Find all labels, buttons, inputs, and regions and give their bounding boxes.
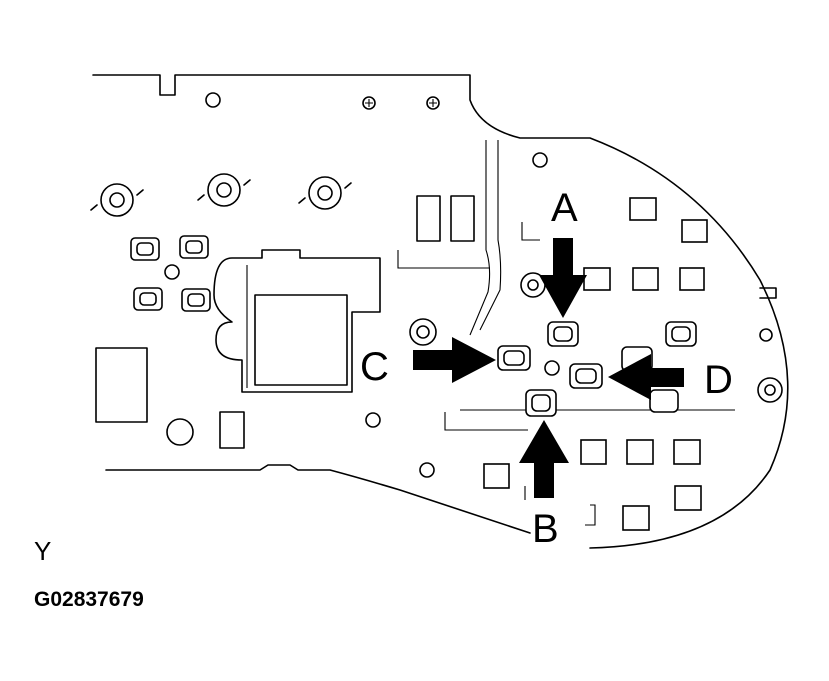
pad-c: [497, 345, 531, 371]
view-label: Y: [34, 536, 51, 566]
arrow-d: [608, 354, 684, 400]
callout-a: A: [551, 186, 578, 230]
callout-c: C: [360, 345, 389, 389]
pad-b: [525, 389, 557, 417]
arrow-a: [539, 238, 587, 318]
right-round-pads: [497, 321, 697, 417]
holes: [164, 92, 773, 478]
clip-3: [298, 176, 352, 210]
clip-6: [757, 377, 783, 403]
clip-4: [409, 318, 437, 346]
clip-2: [197, 173, 251, 207]
right-square-pads: [483, 197, 708, 531]
pad-a: [547, 321, 579, 347]
pad-d: [569, 363, 603, 389]
left-pads: [130, 235, 211, 312]
center-components: [416, 195, 475, 242]
callout-d: D: [704, 358, 733, 402]
mounting-clips: [90, 173, 783, 403]
arrow-b: [519, 420, 569, 498]
figure-code: G02837679: [34, 588, 144, 611]
board-outline: [92, 74, 789, 549]
arrow-c: [413, 337, 496, 383]
left-components: [95, 249, 381, 449]
callout-b: B: [532, 507, 559, 551]
circuit-traces: [397, 140, 735, 526]
clip-1: [90, 183, 144, 217]
